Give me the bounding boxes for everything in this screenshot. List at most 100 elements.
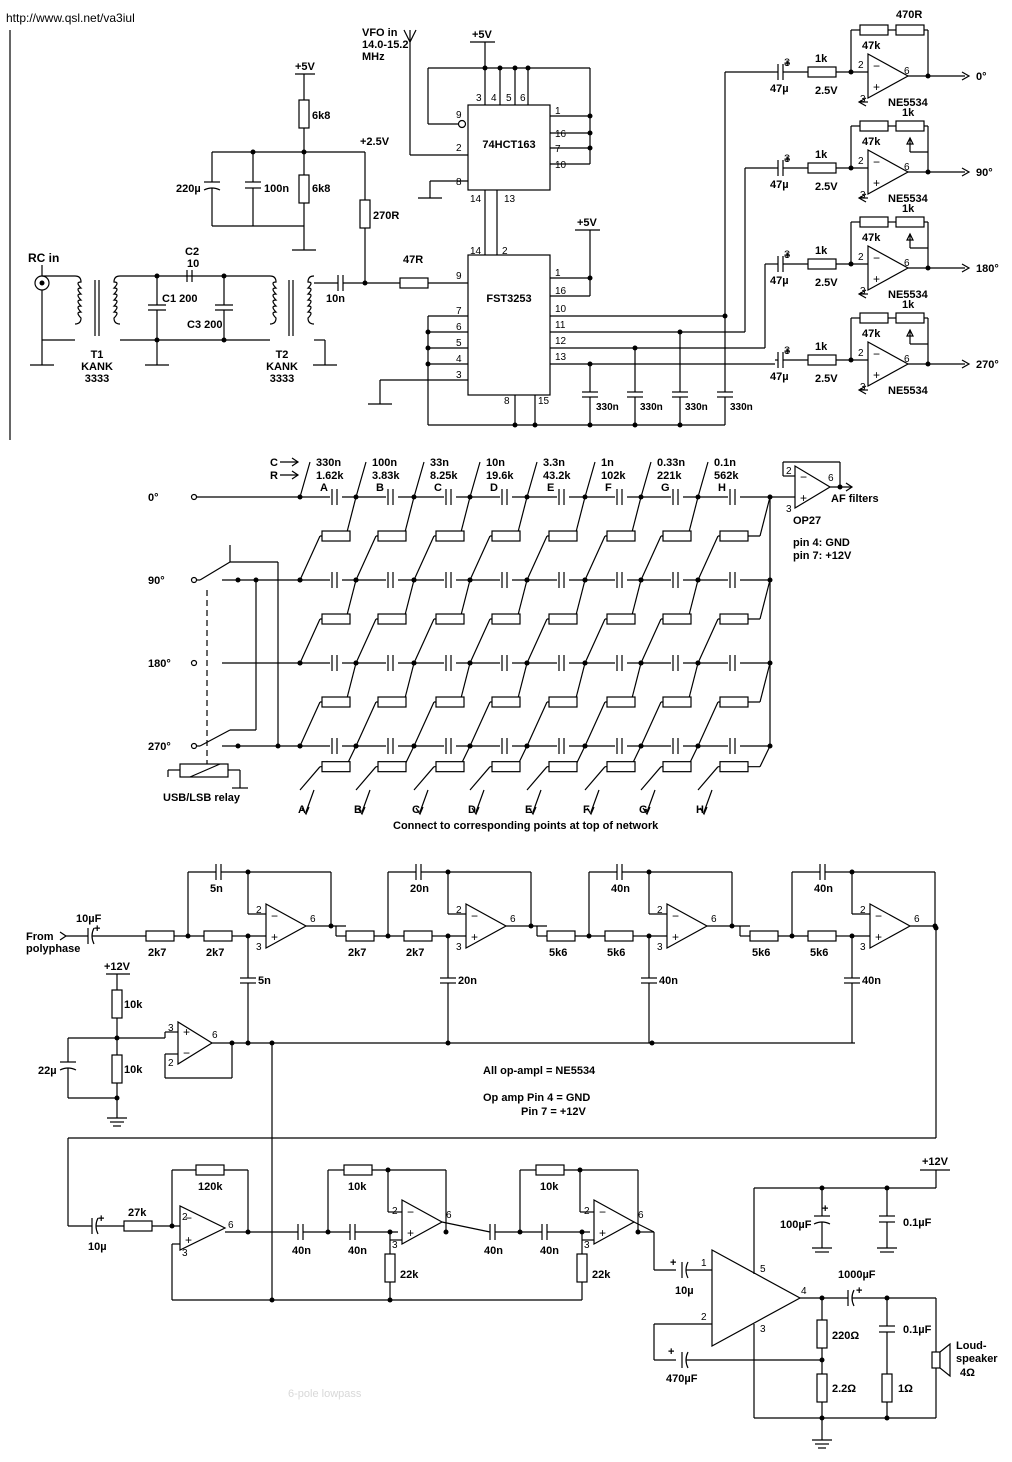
filter-resistor [203,930,233,942]
svg-text:120k: 120k [198,1181,223,1193]
svg-text:B: B [354,804,362,816]
usb-lsb-relay: USB/LSB relay [163,545,279,804]
svg-text:+12V: +12V [922,1156,949,1168]
svg-text:3: 3 [476,93,482,104]
svg-text:100µF: 100µF [780,1219,812,1231]
svg-text:6: 6 [914,914,920,925]
phase-output-label: 180° [976,263,999,275]
network-resistor [299,662,357,747]
svg-text:6: 6 [228,1220,234,1231]
svg-text:14: 14 [470,246,482,257]
svg-text:1: 1 [555,106,561,117]
svg-text:0.33n: 0.33n [657,457,685,469]
svg-text:6: 6 [904,162,910,173]
svg-text:5n: 5n [258,975,271,987]
filter-resistor [749,930,779,942]
svg-text:40n: 40n [611,883,630,895]
svg-text:10n: 10n [486,457,505,469]
svg-text:−: − [800,470,807,484]
svg-text:2: 2 [502,246,508,257]
svg-text:5k6: 5k6 [752,947,770,959]
svg-text:10µ: 10µ [88,1241,107,1253]
svg-text:221k: 221k [657,470,682,482]
network-row-0: 0° [148,488,773,506]
svg-text:10: 10 [555,160,567,171]
svg-text:4Ω: 4Ω [960,1367,975,1379]
network-resistor [584,662,642,747]
svg-text:8: 8 [456,177,462,188]
polyphase-network: C R 330n1.62kA100n3.83kB33n8.25kC10n19.6… [148,457,773,816]
network-resistor [469,496,528,581]
svg-text:+: + [873,176,880,190]
svg-text:22µ: 22µ [38,1065,57,1077]
svg-text:+: + [185,1233,192,1247]
network-resistor [413,745,471,791]
svg-text:14: 14 [470,194,482,205]
svg-text:2: 2 [168,1058,174,1069]
svg-text:330n: 330n [596,402,619,413]
network-row-1: 90° [148,571,773,589]
svg-text:74HCT163: 74HCT163 [482,139,535,151]
svg-text:+: + [599,1226,606,1240]
amp-trim-pot [895,120,925,132]
filter-resistor [807,930,837,942]
svg-text:F: F [583,804,590,816]
svg-text:Loud-: Loud- [956,1340,987,1352]
amp-trim-pot [895,312,925,324]
svg-text:3: 3 [784,57,790,69]
op27-buffer: −+ 2 3 6 OP27 AF filters pin 4: GND pin … [770,461,879,562]
svg-text:270R: 270R [373,210,399,222]
network-resistor [584,496,642,581]
svg-text:+: + [784,346,790,358]
svg-text:562k: 562k [714,470,739,482]
svg-text:7: 7 [456,306,462,317]
svg-text:2: 2 [456,143,462,154]
filter-op-amp [666,902,709,950]
bias-generator: +12V 10k 10k 22µ +− 3 2 6 [38,961,855,1127]
network-resistor [697,496,771,581]
svg-text:2: 2 [584,1206,590,1217]
svg-text:+: + [873,272,880,286]
transformer-t2: T2 KANK 3333 [266,275,315,385]
svg-text:3: 3 [784,345,790,357]
svg-text:47k: 47k [862,136,881,148]
svg-text:−: − [873,347,880,361]
svg-text:470µF: 470µF [666,1373,698,1385]
svg-text:+: + [94,923,100,935]
network-resistor [299,579,357,664]
network-resistor [526,662,586,747]
svg-text:43.2k: 43.2k [543,470,571,482]
svg-text:3: 3 [784,249,790,261]
svg-text:2: 2 [456,905,462,916]
network-resistor [413,579,471,664]
svg-text:6: 6 [904,354,910,365]
svg-text:−: − [875,909,882,923]
svg-text:6k8: 6k8 [312,110,330,122]
svg-text:polyphase: polyphase [26,943,80,955]
network-resistor [355,579,415,664]
svg-text:3: 3 [182,1248,188,1259]
svg-text:3: 3 [784,153,790,165]
svg-text:5: 5 [506,93,512,104]
filter-resistor [145,930,175,942]
svg-text:1: 1 [555,268,561,279]
svg-text:G: G [639,804,648,816]
svg-text:47µ: 47µ [770,83,789,95]
svg-text:14.0-15.2: 14.0-15.2 [362,39,408,51]
svg-text:E: E [547,482,554,494]
svg-text:E: E [525,804,532,816]
filter-op-amp [869,902,912,950]
svg-text:6: 6 [828,473,834,484]
svg-text:16: 16 [555,129,567,140]
svg-text:+: + [471,930,478,944]
svg-text:1000µF: 1000µF [838,1269,876,1281]
svg-text:9: 9 [456,271,462,282]
svg-text:VFO in: VFO in [362,27,398,39]
svg-text:40n: 40n [540,1245,559,1257]
phase-output-label: 90° [976,167,993,179]
network-note: Connect to corresponding points at top o… [393,820,659,832]
